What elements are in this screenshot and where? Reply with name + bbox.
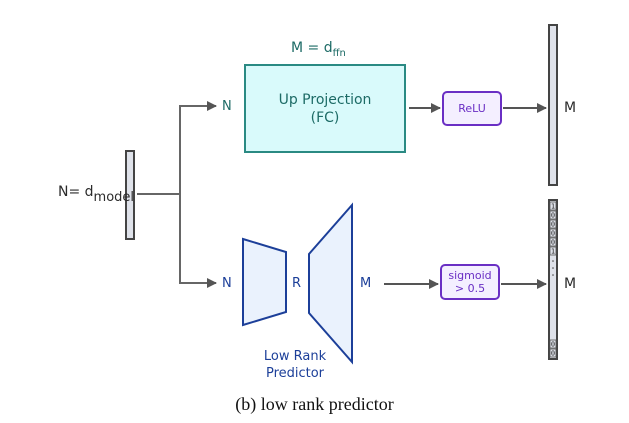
mask-ellipsis-dot xyxy=(552,267,554,269)
mask-bit-top-2-cell xyxy=(549,219,557,229)
mask-output-vector xyxy=(548,199,558,360)
up-projection-line1: Up Projection xyxy=(278,91,372,108)
relu-text: ReLU xyxy=(458,102,486,115)
mask-bit-bottom-1: 0 xyxy=(551,350,555,358)
mask-ellipsis-dot xyxy=(552,274,554,276)
sigmoid-line1: sigmoid xyxy=(448,269,492,282)
up-projection-line2: (FC) xyxy=(310,109,340,126)
mask-bit-top-0: 1 xyxy=(551,203,555,211)
mask-ellipsis-dot xyxy=(552,260,554,262)
top-input-dim: N xyxy=(222,99,232,114)
ffn-dim-note: M = dffn xyxy=(291,40,346,59)
mask-bit-bottom-0-cell xyxy=(549,339,557,349)
mask-bit-top-3-cell xyxy=(549,228,557,238)
predictor-up-projection xyxy=(308,202,353,365)
input-dim-label: N= dmodel xyxy=(58,184,134,205)
figure-caption: (b) low rank predictor xyxy=(235,394,394,414)
predictor-line1: Low Rank xyxy=(263,349,327,364)
ffn-dim-sub: ffn xyxy=(332,48,346,59)
up-projection-box xyxy=(244,64,406,153)
mask-bit-top-1: 0 xyxy=(551,212,555,220)
mask-bit-top-4-cell xyxy=(549,237,557,247)
rank-dim: R xyxy=(292,276,302,291)
input-dim-sub: model xyxy=(93,190,135,205)
mask-bit-top-0-cell xyxy=(549,201,557,211)
mask-bit-top-3: 0 xyxy=(551,230,555,238)
mask-output-dim: M xyxy=(564,276,577,292)
top-output-dim: M xyxy=(564,100,577,116)
mask-bit-top-5-cell xyxy=(549,246,557,256)
mask-bit-bottom-1-cell xyxy=(549,348,557,358)
top-output-vector xyxy=(548,24,558,186)
mask-bit-top-1-cell xyxy=(549,210,557,220)
relu-label: ReLU xyxy=(443,92,501,125)
predictor-output-dim: M xyxy=(360,276,372,291)
bottom-input-dim: N xyxy=(222,276,232,291)
input-dim-main: N= d xyxy=(58,184,94,200)
mask-bit-top-4: 0 xyxy=(551,239,555,247)
sigmoid-label: sigmoid > 0.5 xyxy=(441,265,499,299)
mask-bit-top-2: 0 xyxy=(551,221,555,229)
predictor-line2: Predictor xyxy=(265,366,325,381)
predictor-down-projection xyxy=(242,237,287,327)
up-projection-label: Up Projection (FC) xyxy=(245,65,405,152)
mask-bit-bottom-0: 0 xyxy=(551,341,555,349)
predictor-label: Low Rank Predictor xyxy=(245,346,345,384)
sigmoid-line2: > 0.5 xyxy=(454,282,486,295)
ffn-dim-main: M = d xyxy=(291,40,333,56)
relu-box xyxy=(442,91,502,126)
input-vector xyxy=(125,150,135,240)
sigmoid-box xyxy=(440,264,500,300)
mask-bit-top-5: 1 xyxy=(551,248,555,256)
